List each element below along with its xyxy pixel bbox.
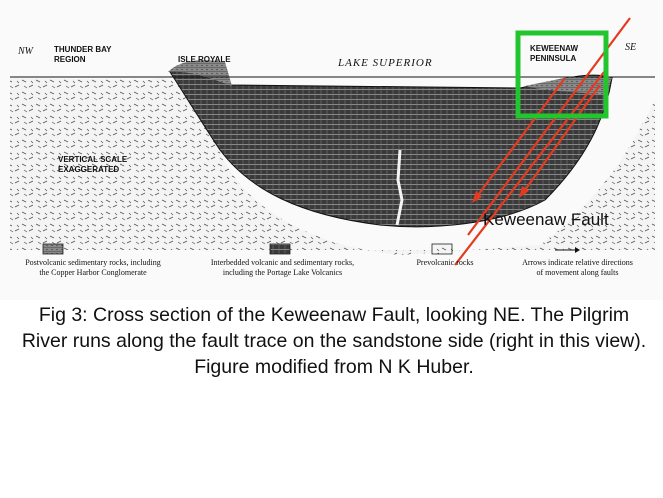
isle-royale-label: ISLE ROYALE [178, 55, 231, 64]
figure-caption: Fig 3: Cross section of the Keweenaw Fau… [21, 304, 647, 378]
cross-section-diagram [10, 17, 655, 266]
thunder-bay-label: THUNDER BAY REGION [54, 45, 112, 64]
legend-item-prevolcanic: Prevolcanic rocks [416, 258, 474, 267]
legend-arrow-symbol [555, 247, 580, 253]
keweenaw-peninsula-label: KEWEENAW PENINSULA [530, 44, 578, 63]
legend-item-volcanic: Interbedded volcanic and sedimentary roc… [210, 258, 355, 277]
legend-swatch-postvolcanic [42, 243, 64, 255]
legend-swatch-prevolcanic [431, 243, 453, 255]
prevolcanic-rocks [10, 78, 655, 255]
legend-swatch-volcanic [269, 243, 291, 255]
legend-item-postvolcanic: Postvolcanic sedimentary rocks, includin… [25, 258, 161, 277]
fault-arrows [454, 17, 631, 266]
cross-section-figure: NW SE THUNDER BAY REGION ISLE ROYALE LAK… [10, 17, 655, 277]
legend-item-arrows: Arrows indicate relative directions of m… [522, 258, 633, 277]
dike [395, 149, 404, 226]
lake-superior-label: LAKE SUPERIOR [338, 57, 433, 69]
keweenaw-fault-label: Keweenaw Fault [483, 210, 609, 229]
vertical-scale-label: VERTICAL SCALE EXAGGERATED [58, 155, 128, 174]
direction-se: SE [625, 42, 637, 53]
direction-nw: NW [18, 46, 33, 57]
isle-royale-uplift [168, 60, 232, 86]
keweenaw-highlight-box [515, 30, 609, 119]
